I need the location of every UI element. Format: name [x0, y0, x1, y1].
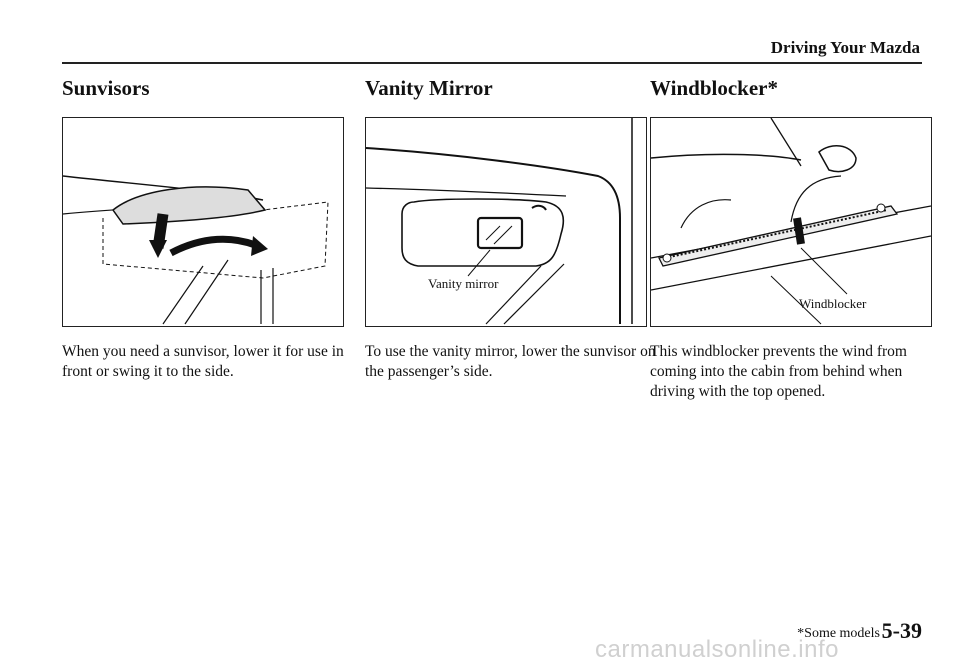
section-title-windblocker: Windblocker* [650, 76, 778, 100]
vanity-mirror-text: To use the vanity mirror, lower the sunv… [365, 343, 656, 380]
sunvisor-text: When you need a sunvisor, lower it for u… [62, 343, 344, 380]
header-rule [62, 62, 922, 64]
windblocker-text: This windblocker prevents the wind from … [650, 343, 907, 400]
page-header-title: Driving Your Mazda [770, 38, 920, 57]
sunvisor-figure [62, 117, 344, 327]
vanity-mirror-label: Vanity mirror [428, 276, 499, 291]
section-title-vanity-mirror: Vanity Mirror [365, 76, 493, 100]
windblocker-label: Windblocker [799, 296, 867, 311]
watermark: carmanualsonline.info [595, 636, 839, 663]
vanity-mirror-figure: Vanity mirror [365, 117, 647, 327]
page-number: 5-39 [881, 618, 922, 643]
section-title-sunvisors: Sunvisors [62, 76, 150, 100]
windblocker-figure: Windblocker [650, 117, 932, 327]
footer-note: *Some models [797, 626, 880, 641]
